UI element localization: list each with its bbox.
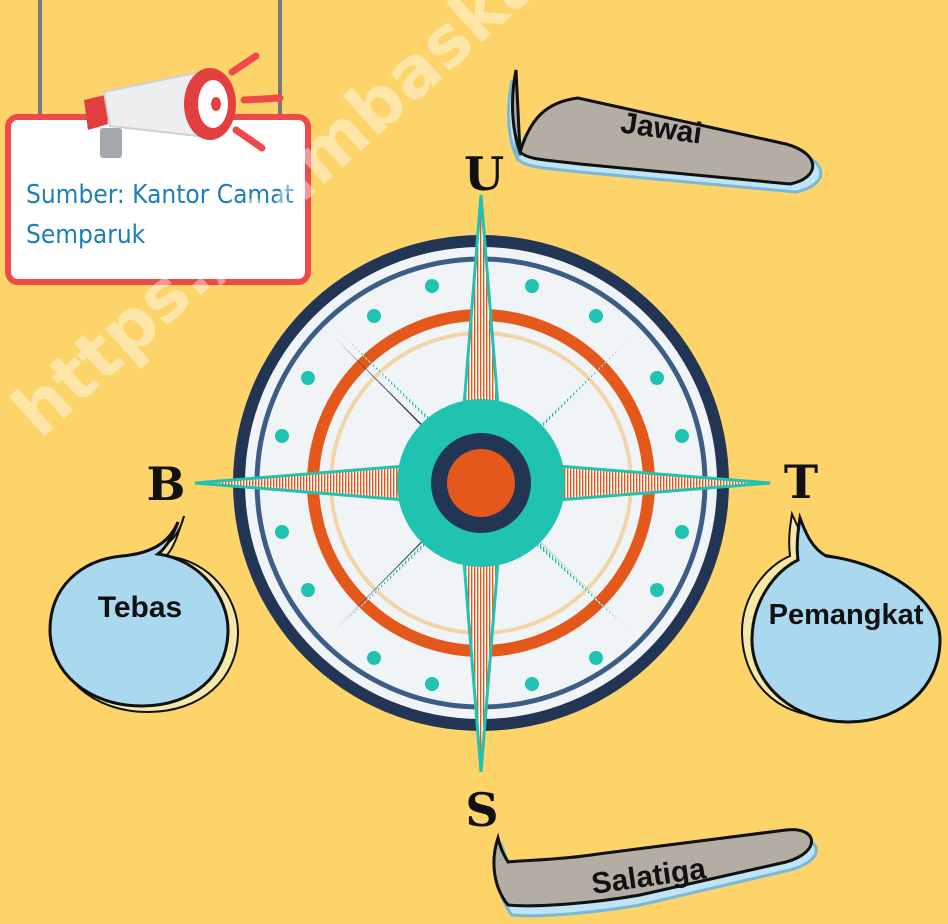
source-line-2: Semparuk <box>26 220 146 250</box>
north-place-banner: Jawai <box>509 70 821 192</box>
north-label: U <box>464 147 504 201</box>
east-label: T <box>784 455 818 509</box>
west-label: B <box>147 457 186 511</box>
south-place-banner: Salatiga <box>494 830 816 916</box>
east-place-label: Pemangkat <box>769 599 924 631</box>
west-place-label: Tebas <box>98 591 182 624</box>
east-place-bubble: Pemangkat <box>742 514 940 722</box>
west-place-bubble: Tebas <box>50 516 238 712</box>
south-label: S <box>465 783 498 837</box>
